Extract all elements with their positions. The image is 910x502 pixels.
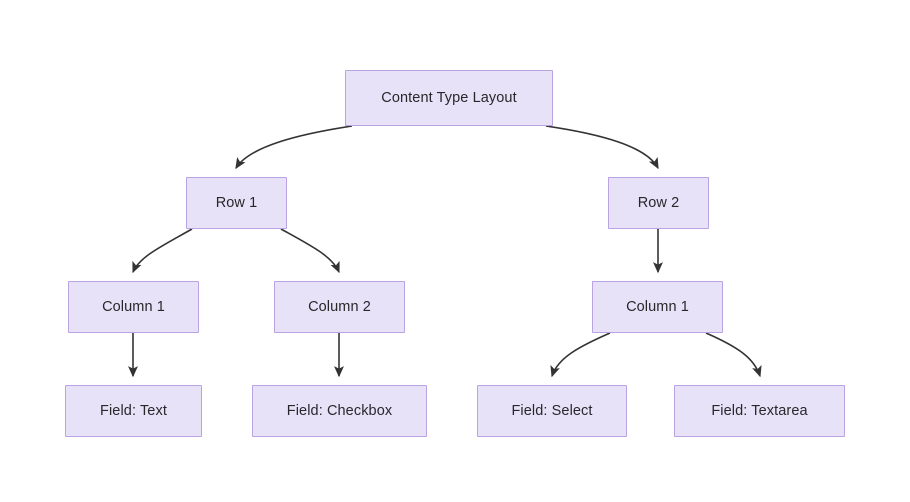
- node-row-2[interactable]: Row 2: [608, 177, 709, 229]
- node-label-field-select: Field: Select: [511, 402, 593, 419]
- node-label-row2-column-1: Column 1: [626, 298, 689, 315]
- node-field-text[interactable]: Field: Text: [65, 385, 202, 437]
- node-label-row-1: Row 1: [215, 194, 258, 211]
- node-label-content-type-layout: Content Type Layout: [381, 89, 517, 106]
- node-label-row-2: Row 2: [637, 194, 680, 211]
- node-field-textarea[interactable]: Field: Textarea: [674, 385, 845, 437]
- node-field-checkbox[interactable]: Field: Checkbox: [252, 385, 427, 437]
- node-content-type-layout[interactable]: Content Type Layout: [345, 70, 553, 126]
- node-row1-column-2[interactable]: Column 2: [274, 281, 405, 333]
- node-label-field-textarea: Field: Textarea: [711, 402, 808, 419]
- node-row-1[interactable]: Row 1: [186, 177, 287, 229]
- node-row2-column-1[interactable]: Column 1: [592, 281, 723, 333]
- node-label-row1-column-1: Column 1: [102, 298, 165, 315]
- node-row1-column-1[interactable]: Column 1: [68, 281, 199, 333]
- node-label-field-checkbox: Field: Checkbox: [286, 402, 393, 419]
- node-label-field-text: Field: Text: [100, 402, 167, 419]
- node-label-row1-column-2: Column 2: [308, 298, 371, 315]
- node-field-select[interactable]: Field: Select: [477, 385, 627, 437]
